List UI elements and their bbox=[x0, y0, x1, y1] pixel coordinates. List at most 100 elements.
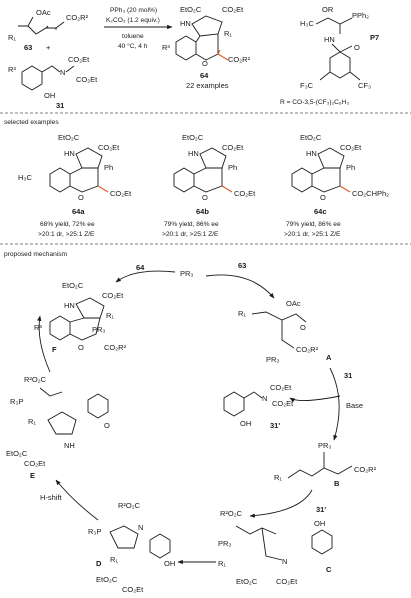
r3-label: R³ bbox=[8, 65, 16, 74]
label-31p: 31' bbox=[270, 421, 280, 430]
label-64b: 64b bbox=[196, 207, 209, 216]
ester-b: CO₂Et bbox=[234, 189, 256, 198]
r2o2c-c: R²O₂C bbox=[220, 509, 243, 518]
co2r2-product: CO₂R² bbox=[228, 55, 251, 64]
co2et-e: CO₂Et bbox=[24, 459, 46, 468]
example-64b: EtO₂C CO₂Et HN Ph O CO₂Et 64b 79% yield,… bbox=[162, 133, 256, 238]
eto2c-a: EtO₂C bbox=[58, 133, 80, 142]
r3-f: R³ bbox=[34, 323, 42, 332]
o-b: O bbox=[202, 193, 208, 202]
pr3-f: PR₃ bbox=[92, 325, 105, 334]
yield-64c: 79% yield, 86% ee bbox=[286, 221, 341, 228]
eto2c-c: EtO₂C bbox=[300, 133, 322, 142]
co2et-a: CO₂Et bbox=[98, 143, 120, 152]
label-64a: 64a bbox=[72, 207, 85, 216]
arrow-pr3-to-a bbox=[205, 274, 275, 299]
co2et-c: CO₂Et bbox=[340, 143, 362, 152]
ph-b: Ph bbox=[228, 163, 237, 172]
product-64: EtO₂C CO₂Et HN R₁ O CO₂R² R³ 64 22 examp… bbox=[162, 5, 251, 90]
conditions-label: 40 °C, 4 h bbox=[118, 42, 148, 50]
o-c: O bbox=[320, 193, 326, 202]
n-c: N bbox=[282, 557, 287, 566]
r3-product: R³ bbox=[162, 43, 170, 52]
reagent-pph3: PPh₃ (20 mol%) bbox=[110, 7, 157, 14]
arrow-a-to-b bbox=[329, 367, 340, 441]
hn-b: HN bbox=[188, 149, 199, 158]
o-a: O bbox=[78, 193, 84, 202]
ph-a: Ph bbox=[104, 163, 113, 172]
r1-c: R₁ bbox=[218, 559, 226, 568]
hn-a: HN bbox=[64, 149, 75, 158]
dr-64a: >20:1 dr, >25:1 Z/E bbox=[38, 231, 95, 238]
o-f: O bbox=[78, 343, 84, 352]
eto2c-f: EtO₂C bbox=[62, 281, 84, 290]
ester-a: CO₂Et bbox=[110, 189, 132, 198]
pr3-c: PR₃ bbox=[218, 539, 231, 548]
co2et-31p-b: CO₂Et bbox=[272, 399, 294, 408]
compound-63-label: 63 bbox=[24, 43, 32, 52]
r1-b: R₁ bbox=[274, 473, 282, 482]
intermediate-c: R²O₂C PR₃ N OH R₁ EtO₂C CO₂Et C bbox=[218, 509, 333, 586]
o-product: O bbox=[202, 59, 208, 68]
intermediate-31p: N CO₂Et CO₂Et OH 31' bbox=[223, 383, 294, 430]
oac-label: OAc bbox=[36, 8, 51, 17]
intermediate-d: R²O₂C R₃P N OH R₁ EtO₂C CO₂Et D bbox=[88, 501, 175, 594]
compound-31-label: 31 bbox=[56, 101, 64, 110]
oh-label: OH bbox=[44, 91, 55, 100]
intermediate-f: EtO₂C CO₂Et HN R₁ O PR₃ CO₂R² R³ F bbox=[34, 281, 127, 354]
r3p-e: R₃P bbox=[10, 397, 23, 406]
r2o2c-e: R²O₂C bbox=[24, 375, 47, 384]
ph-c: Ph bbox=[346, 163, 355, 172]
catalyst-p7-label: P7 bbox=[370, 33, 379, 42]
r1-e: R₁ bbox=[28, 417, 36, 426]
eto2c-d: EtO₂C bbox=[96, 575, 118, 584]
label-e: E bbox=[30, 471, 35, 480]
co2et-c: CO₂Et bbox=[276, 577, 298, 586]
r1-f: R₁ bbox=[106, 311, 114, 320]
mech-31: 31 bbox=[344, 371, 352, 380]
cf3-right: CF₃ bbox=[358, 81, 371, 90]
dr-64b: >20:1 dr, >25:1 Z/E bbox=[162, 231, 219, 238]
co2et-f: CO₂Et bbox=[102, 291, 124, 300]
hn-f: HN bbox=[64, 301, 75, 310]
example-64a: EtO₂C CO₂Et HN Ph O CO₂Et H₃C 64a 68% yi… bbox=[18, 133, 132, 238]
reagent-k2co3: K₂CO₃ (1.2 equiv.) bbox=[106, 17, 160, 24]
solvent-label: toluene bbox=[122, 33, 144, 40]
yield-64b: 79% yield, 86% ee bbox=[164, 221, 219, 228]
h3c-label: H₃C bbox=[300, 19, 314, 28]
r1-product: R₁ bbox=[224, 29, 232, 38]
intermediate-b: PR₃ R₁ CO₂R² B bbox=[274, 441, 377, 488]
dr-64c: >20:1 dr, >25:1 Z/E bbox=[284, 231, 341, 238]
arrow-b-to-c bbox=[249, 489, 313, 518]
mech-63: 63 bbox=[238, 261, 246, 270]
ester-c: CO₂CHPh₂ bbox=[352, 189, 389, 198]
mech-pr3: PR₃ bbox=[180, 269, 193, 278]
mech-31p-2: 31' bbox=[316, 505, 326, 514]
label-b: B bbox=[334, 479, 340, 488]
ominus-e: O bbox=[104, 421, 110, 430]
arrow-d-to-e bbox=[55, 479, 99, 521]
label-a: A bbox=[326, 353, 332, 362]
o-catalyst: O bbox=[354, 43, 360, 52]
examples-heading: selected examples bbox=[4, 119, 59, 126]
co2r2-label: CO₂R² bbox=[66, 13, 89, 22]
arrow-e-to-f bbox=[37, 315, 51, 373]
n-label: N bbox=[60, 68, 65, 77]
label-d: D bbox=[96, 559, 102, 568]
mechanism-heading: proposed mechanism bbox=[4, 251, 68, 258]
oh-d: OH bbox=[164, 559, 175, 568]
hn-product: HN bbox=[180, 19, 191, 28]
nminus-d: N bbox=[138, 523, 143, 532]
example-64c: EtO₂C CO₂Et HN Ph O CO₂CHPh₂ 64c 79% yie… bbox=[284, 133, 389, 238]
oac-a: OAc bbox=[286, 299, 301, 308]
eto2c-b: EtO₂C bbox=[182, 133, 204, 142]
catalyst-p7: OR H₃C PPh₂ HN P7 O F₃C CF₃ R = CO-3,5-(… bbox=[280, 5, 379, 106]
co2et-top-31: CO₂Et bbox=[68, 55, 90, 64]
r2o2c-d: R²O₂C bbox=[118, 501, 141, 510]
pph2-label: PPh₂ bbox=[352, 11, 369, 20]
h3c-a: H₃C bbox=[18, 173, 32, 182]
r1-label: R₁ bbox=[8, 33, 16, 42]
co2et-bottom-31: CO₂Et bbox=[76, 75, 98, 84]
h-shift-label: H-shift bbox=[40, 493, 63, 502]
